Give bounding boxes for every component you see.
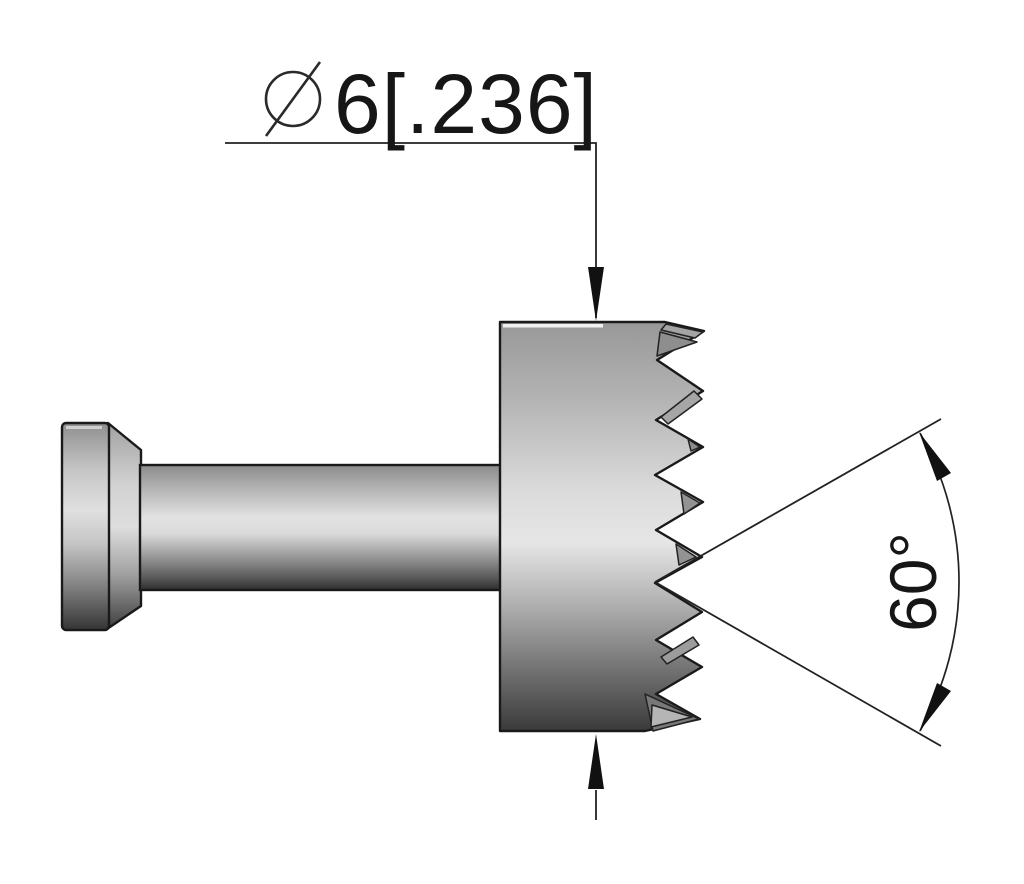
facet-top-sliver xyxy=(660,323,704,339)
angle-leg-upper xyxy=(654,418,942,583)
arc-arrow-upper-icon xyxy=(919,432,951,481)
part-flange-disc xyxy=(60,421,111,632)
diameter-dimension: 6[.236] xyxy=(225,57,604,820)
flange-highlight xyxy=(66,426,102,429)
facet-tip-1 xyxy=(687,438,701,452)
arc-arrow-lower-icon xyxy=(919,683,951,732)
facet-tip-2 xyxy=(680,491,701,515)
part-serrated-pin xyxy=(60,320,706,733)
part-cone-transition xyxy=(105,421,143,631)
facet-band-upper xyxy=(660,390,703,425)
facet-tip-3 xyxy=(675,543,697,566)
facet-top-wedge xyxy=(656,331,698,357)
diameter-dimension-label: 6[.236] xyxy=(334,57,598,151)
diameter-leader-line xyxy=(225,142,597,318)
facet-band-lower xyxy=(660,636,700,665)
part-serrated-head xyxy=(498,320,706,733)
arrow-down-icon xyxy=(588,267,604,321)
part-shaft xyxy=(138,463,504,592)
facet-bottom-light xyxy=(650,704,693,728)
arrow-up-icon xyxy=(588,734,604,789)
head-highlight xyxy=(503,324,603,328)
diameter-symbol-icon xyxy=(264,61,322,137)
angle-dimension: 60° xyxy=(654,418,960,747)
angle-leg-lower xyxy=(654,581,942,747)
angle-dimension-label: 60° xyxy=(876,532,950,632)
tooth-facets xyxy=(644,323,704,732)
